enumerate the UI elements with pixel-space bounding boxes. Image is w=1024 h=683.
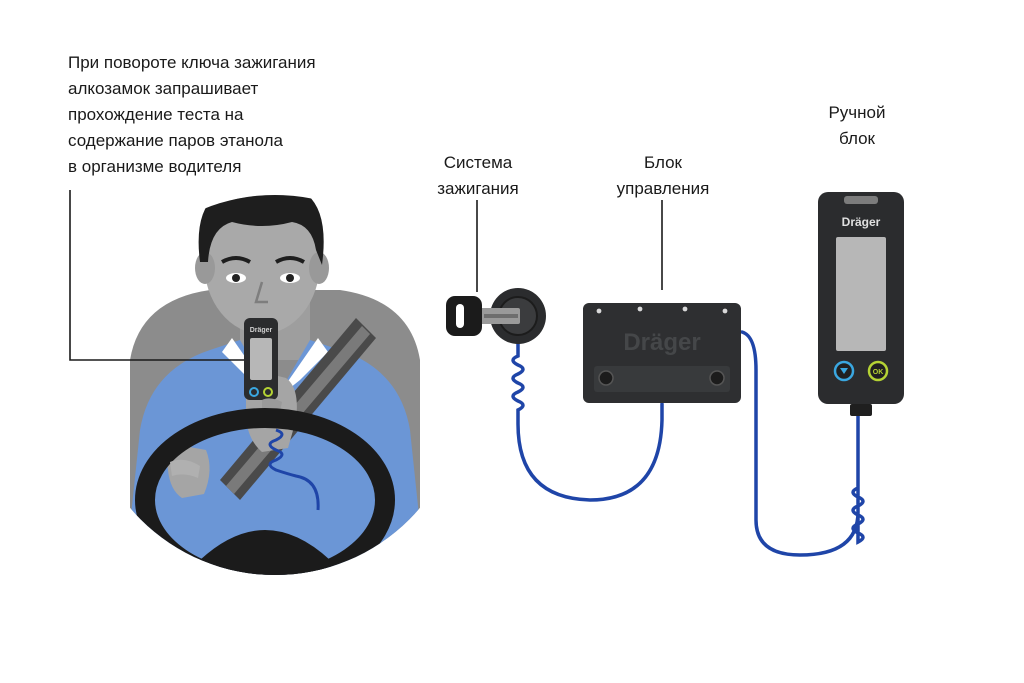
handheld-cable (740, 330, 865, 557)
control-unit-screw (722, 308, 728, 314)
driver-illustration: Dräger (120, 195, 430, 575)
driver-breathalyzer-green-button (263, 387, 273, 397)
handheld-ok-button (867, 360, 889, 382)
intro-annotation: При повороте ключа зажигания алкозамок з… (68, 50, 316, 180)
intro-annotation-line: содержание паров этанола (68, 131, 284, 150)
steering-wheel-hub (200, 530, 330, 575)
control-unit-label-line: управления (616, 179, 710, 198)
annotation-leader-line (69, 190, 244, 361)
control-unit-label: Блок управления (592, 150, 734, 202)
control-unit-port-left (598, 370, 614, 386)
driver-head (204, 195, 320, 334)
handheld-unit: Dräger OK (818, 192, 904, 416)
driver-ear (309, 252, 329, 284)
handheld-label: Ручной блок (800, 100, 914, 152)
handheld-brand: Dräger (842, 215, 881, 229)
driver-breathalyzer-blue-button (249, 387, 259, 397)
driver-left-thumb (170, 459, 200, 478)
control-unit-port-right (709, 370, 725, 386)
control-unit-screw (637, 306, 643, 312)
handheld-label-line: Ручной (828, 103, 886, 122)
ignition-label-line: Система (443, 153, 513, 172)
intro-annotation-line: При повороте ключа зажигания (68, 53, 316, 72)
control-unit-screw (596, 308, 602, 314)
handheld-screen (836, 237, 886, 351)
handheld-label-line: блок (839, 129, 875, 148)
handheld-cable-port (850, 404, 872, 416)
ignition-cable (511, 340, 664, 502)
ignition-key-hole (456, 304, 464, 328)
driver-breathalyzer-screen (250, 338, 272, 380)
driver-eyebrow (221, 256, 251, 264)
intro-annotation-line: прохождение теста на (68, 105, 244, 124)
handheld-blue-button-arrow-icon (840, 368, 848, 374)
driver-pupil (286, 274, 294, 282)
intro-annotation-line: в организме водителя (68, 157, 242, 176)
control-unit-screw (682, 306, 688, 312)
ignition-system (446, 288, 546, 344)
driver-breathalyzer-brand: Dräger (250, 327, 273, 334)
control-unit-lower-panel (594, 366, 730, 392)
handheld-ok-label: OK (873, 369, 884, 376)
control-unit: Dräger (583, 303, 741, 403)
driver-eyebrow (275, 256, 305, 264)
driver-device-cable (268, 428, 320, 511)
handheld-mouthpiece-slot (844, 196, 878, 204)
control-unit-label-line: Блок (644, 153, 682, 172)
intro-annotation-line: алкозамок запрашивает (68, 79, 259, 98)
driver-nose (254, 281, 268, 304)
ignition-label: Система зажигания (416, 150, 540, 202)
ignition-label-line: зажигания (437, 179, 519, 198)
driver-pupil (232, 274, 240, 282)
control-unit-brand: Dräger (623, 329, 700, 356)
ignition-key-blade-groove (484, 314, 518, 318)
steering-wheel (135, 408, 395, 575)
driver-hair (198, 195, 324, 265)
cables (511, 330, 865, 557)
